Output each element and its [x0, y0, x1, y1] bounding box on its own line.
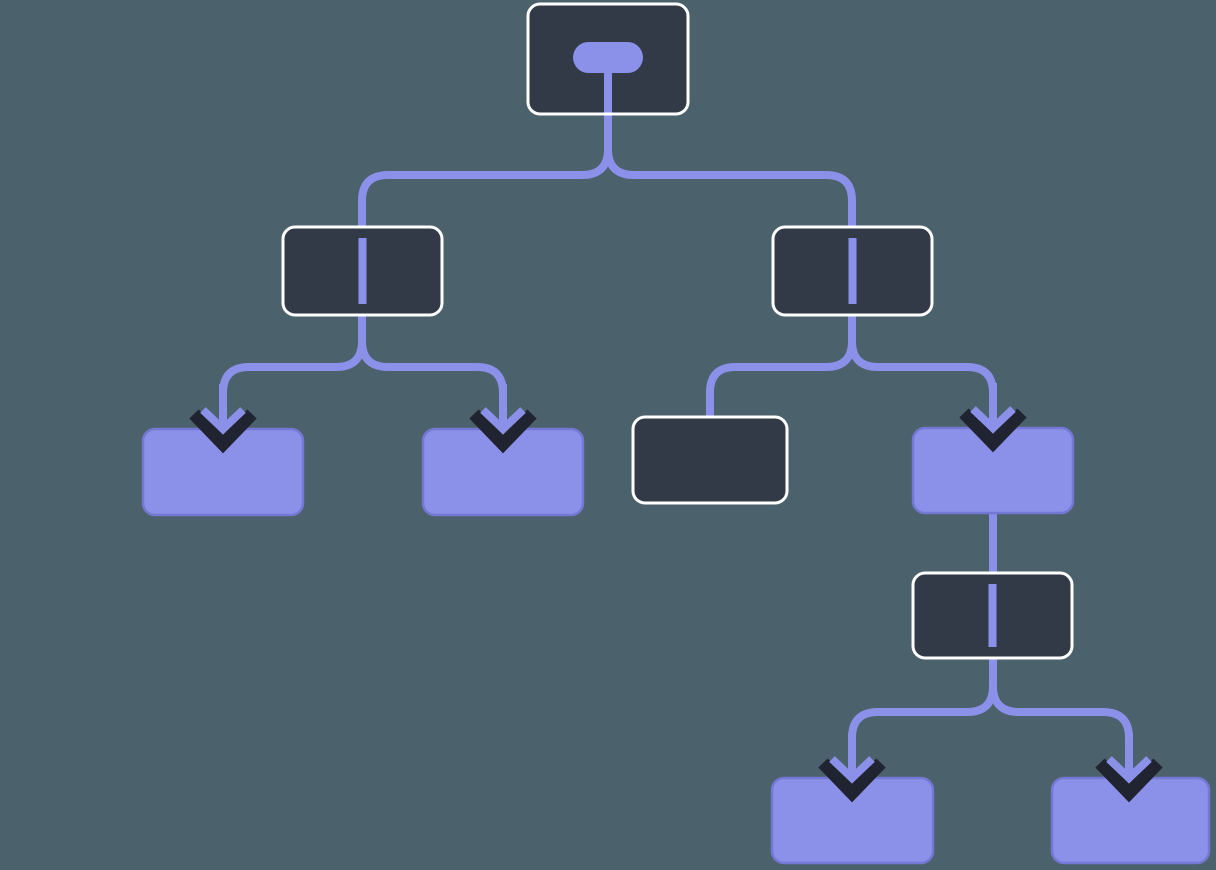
arrowhead-down-icon	[829, 756, 875, 784]
node-root-border	[526, 2, 690, 116]
node-branch-bottom-border	[911, 571, 1074, 660]
edge-root-to-branch-left	[358, 114, 612, 228]
arrowhead-outline-chevron-icon	[959, 408, 1027, 453]
node-branch-left-border	[281, 225, 444, 317]
arrowhead-down-icon	[970, 406, 1016, 434]
pill-icon	[573, 42, 643, 73]
node-root[interactable]	[526, 2, 690, 116]
edge-root-to-branch-right	[604, 114, 856, 228]
node-branch-bottom[interactable]	[911, 571, 1074, 660]
node-leaf-bottom-1-body[interactable]	[772, 778, 933, 863]
node-leaf-dark[interactable]	[631, 415, 789, 505]
node-leaf-left-1-body[interactable]	[143, 429, 303, 515]
edge-branchbottom-to-leaf3	[848, 657, 997, 777]
node-mid-right-body[interactable]	[913, 428, 1073, 513]
edge-branchright-to-darkleaf	[706, 314, 856, 418]
arrowhead-down-icon	[480, 407, 526, 435]
arrowhead-outline-chevron-icon	[469, 409, 537, 454]
arrowhead-outline-chevron-icon	[189, 409, 257, 454]
node-leaf-left-2-body[interactable]	[423, 429, 583, 515]
arrowhead-outline-chevron-icon	[818, 758, 886, 803]
arrowhead-down-icon	[200, 407, 246, 435]
arrowhead-outline-chevron-icon	[1095, 758, 1163, 803]
edge-branchright-to-midright	[848, 314, 997, 427]
node-leaf-dark-body[interactable]	[633, 417, 787, 503]
node-branch-left[interactable]	[281, 225, 444, 317]
node-branch-right-border	[771, 225, 934, 317]
node-leaf-bottom-2-body[interactable]	[1052, 778, 1209, 863]
edge-branchleft-to-leaf2	[358, 314, 507, 428]
arrowhead-down-icon	[1106, 756, 1152, 784]
node-branch-right[interactable]	[771, 225, 934, 317]
node-leaf-dark-border	[631, 415, 789, 505]
edge-branchbottom-to-leaf4	[989, 657, 1133, 777]
